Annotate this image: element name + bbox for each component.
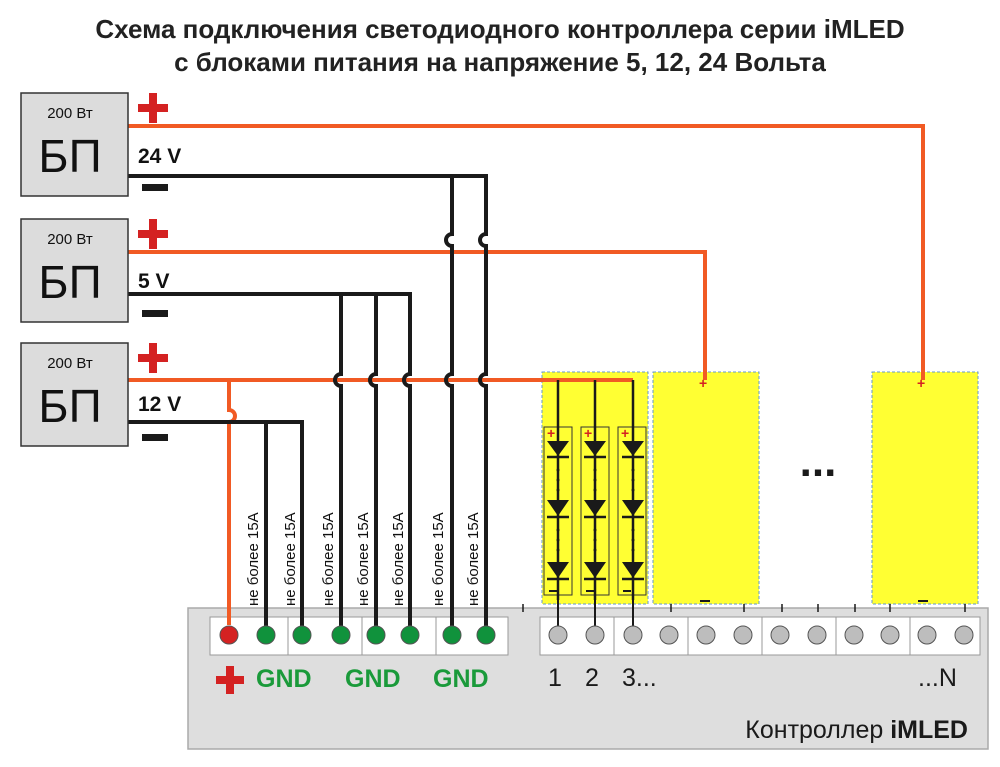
channel-label-1: 1 [548, 664, 562, 692]
controller-name-regular: Контроллер [745, 716, 890, 744]
psu-24v: 200 Вт БП [20, 92, 129, 197]
gnd-terminal [442, 625, 462, 645]
psu-minus-signs [142, 184, 168, 441]
channel-label-n: ...N [918, 664, 957, 692]
channel-terminal [548, 625, 568, 645]
wire-label: не более 15А [390, 512, 407, 606]
led-dots [556, 468, 635, 552]
svg-text:+: + [584, 425, 592, 441]
svg-text:+: + [699, 375, 707, 391]
channel-terminal [880, 625, 900, 645]
strip-minus-markers [549, 590, 928, 602]
wire-24v-gnd-b [444, 176, 454, 635]
psu-5v: 200 Вт БП [20, 218, 129, 323]
plus-terminal [219, 625, 239, 645]
psu-plus-signs [138, 93, 168, 373]
gnd-terminal [292, 625, 312, 645]
power-terminals [219, 625, 496, 645]
psu-12v-voltage: 12 V [138, 393, 181, 416]
gnd-terminal [476, 625, 496, 645]
gnd-label: GND [433, 665, 489, 693]
channel-terminal [844, 625, 864, 645]
controller-name-bold: iMLED [890, 716, 968, 744]
channel-label-2: 2 [585, 664, 599, 692]
wire-label: не более 15А [320, 512, 337, 606]
psu-5v-power: 200 Вт [47, 231, 93, 248]
psu-24v-name: БП [38, 130, 101, 182]
psu-5v-name: БП [38, 256, 101, 308]
controller-plus-sign [216, 666, 244, 694]
psu-12v-name: БП [38, 380, 101, 432]
wire-5v-gnd-c [333, 294, 343, 635]
strip-stub-wires [522, 604, 966, 612]
wire-12v-to-plus-terminal [227, 380, 237, 625]
power-terminal-strip [209, 616, 509, 656]
channel-terminal [585, 625, 605, 645]
led-strip-2 [652, 371, 760, 605]
channel-label-3: 3... [622, 664, 657, 692]
psu-5v-voltage: 5 V [138, 270, 170, 293]
channel-terminal [954, 625, 974, 645]
gnd-terminal [256, 625, 276, 645]
strip-plus-markers: + + + + + [547, 375, 925, 441]
gnd-terminal [331, 625, 351, 645]
wire-current-labels: не более 15А не более 15А не более 15А н… [245, 512, 482, 606]
wire-label: не более 15А [282, 512, 299, 606]
channel-terminal [659, 625, 679, 645]
channel-labels: 1 2 3... ...N [548, 664, 957, 692]
gnd-terminal [400, 625, 420, 645]
wire-12v-gnd-a [128, 420, 304, 635]
psu-12v-power: 200 Вт [47, 355, 93, 372]
negative-wires [128, 174, 488, 635]
led-strip-n [871, 371, 979, 605]
svg-text:+: + [917, 375, 925, 391]
psu-24v-power: 200 Вт [47, 105, 93, 122]
wire-5v-positive [128, 250, 707, 380]
channel-terminal [917, 625, 937, 645]
channel-terminal [733, 625, 753, 645]
wire-label: не более 15А [355, 512, 372, 606]
diagram-title-line-1: Схема подключения светодиодного контролл… [95, 14, 905, 44]
diode-bars [547, 455, 644, 581]
wire-5v-gnd-a [128, 292, 412, 635]
svg-text:+: + [547, 425, 555, 441]
channel-terminal [770, 625, 790, 645]
channel-terminal [696, 625, 716, 645]
gnd-label: GND [256, 665, 312, 693]
terminal-dividers [287, 617, 911, 655]
psu-24v-voltage: 24 V [138, 145, 181, 168]
wire-label: не более 15А [245, 512, 262, 606]
channel-terminals [548, 625, 974, 645]
channel-terminal [807, 625, 827, 645]
wire-24v-gnd-a [128, 174, 488, 635]
strips-ellipsis: ... [800, 437, 837, 486]
wire-label: не более 15А [430, 512, 447, 606]
controller-name: Контроллер iMLED [745, 716, 968, 744]
svg-text:+: + [621, 425, 629, 441]
wire-24v-positive [128, 124, 925, 380]
gnd-terminal [366, 625, 386, 645]
channel-terminal [623, 625, 643, 645]
wire-5v-gnd-b [368, 294, 378, 635]
gnd-labels: GND GND GND [256, 665, 489, 693]
psu-12v: 200 Вт БП [20, 342, 129, 447]
wire-label: не более 15А [465, 512, 482, 606]
diagram-title-line-2: с блоками питания на напряжение 5, 12, 2… [174, 47, 826, 77]
channel-terminal-strip [539, 616, 981, 656]
gnd-label: GND [345, 665, 401, 693]
diodes [547, 441, 644, 578]
